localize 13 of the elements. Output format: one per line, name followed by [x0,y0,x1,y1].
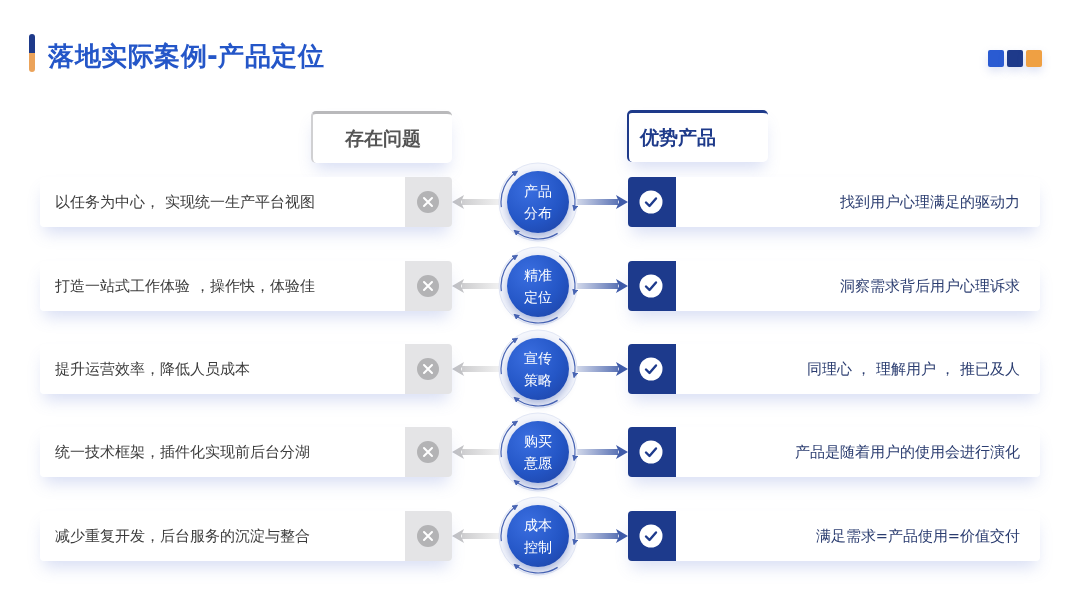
column-header: 存在问题 [311,111,452,163]
advantage-text: 同理心 ， 理解用户 ， 推已及人 [806,360,1020,379]
slide-title: 落地实际案例-产品定位 [48,40,325,73]
problem-text: 统一技术框架，插件化实现前后台分湖 [55,443,310,462]
advantage-text: 找到用户心理满足的驱动力 [840,193,1020,212]
advantage-text: 满足需求=产品使用=价值交付 [815,527,1020,546]
problem-text: 以任务为中心， 实现统一生产平台视图 [55,193,315,212]
advantage-text: 产品是随着用户的使用会进行演化 [795,443,1020,462]
problem-text: 减少重复开发，后台服务的沉淀与整合 [55,527,310,546]
problem-text: 提升运营效率，降低人员成本 [55,360,250,379]
problem-text: 打造一站式工作体验 ，操作快，体验佳 [55,277,315,296]
advantage-text: 洞察需求背后用户心理诉求 [840,277,1020,296]
column-header: 优势产品 [627,110,768,162]
